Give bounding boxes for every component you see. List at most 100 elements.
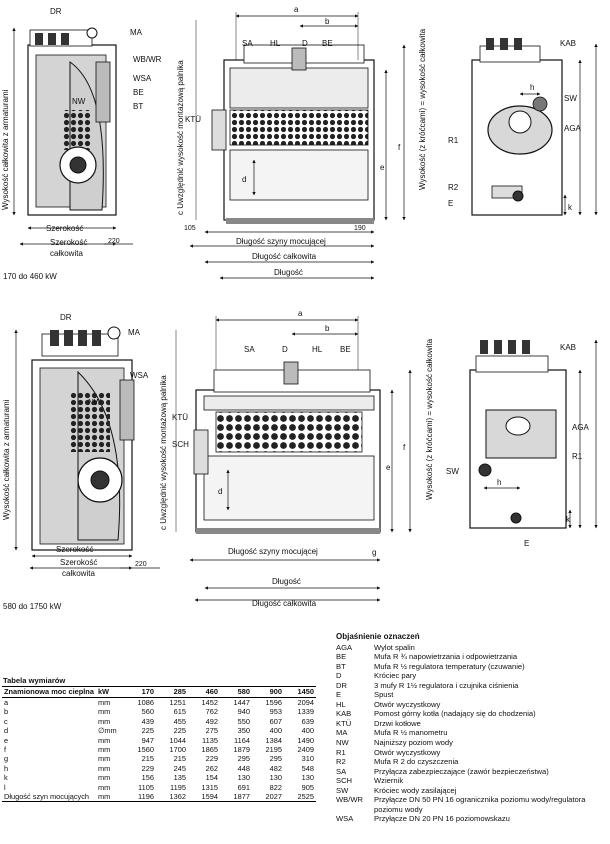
dim-rail-length-2: Długość szyny mocującej: [228, 547, 318, 556]
label-aga-2: AGA: [572, 423, 590, 432]
table-cell-value: 295: [237, 754, 250, 764]
table-cell-value: 170: [123, 686, 156, 698]
label-ma-2: MA: [128, 328, 141, 337]
capacity-label-bottom: 580 do 1750 kW: [3, 602, 62, 611]
table-cell-value: 245: [173, 763, 186, 773]
table-cell-unit: mm: [97, 735, 111, 745]
label-ktu-2: KTÜ: [172, 413, 188, 422]
legend-desc: Otwór wyczystkowy: [374, 747, 441, 757]
legend-desc: Najniższy poziom wody: [374, 738, 453, 748]
table-cell-value: 1164: [234, 735, 250, 745]
dim-b-2: b: [325, 324, 330, 333]
label-ma: MA: [130, 28, 143, 37]
table-cell-value: 154: [205, 773, 218, 783]
dim-k: k: [568, 203, 573, 212]
legend-code: DR: [336, 680, 347, 690]
table-cell-value: 275: [205, 726, 218, 736]
table-cell-value: 455: [173, 716, 186, 726]
label-aga: AGA: [564, 124, 582, 133]
table-cell-value: 1877: [219, 792, 252, 803]
dim-width-total-2: całkowita: [50, 249, 83, 258]
table-cell-unit: mm: [97, 782, 111, 792]
legend-code: E: [336, 690, 342, 700]
dim-width-total-2a: Szerokość: [60, 558, 97, 567]
label-d-2: D: [282, 345, 288, 354]
dim-length-2: Długość: [272, 577, 301, 586]
table-cell-value: 2027: [251, 792, 284, 803]
dim-220: 220: [108, 238, 120, 245]
label-r1-2: R1: [572, 452, 583, 461]
table-cell-value: 135: [173, 773, 186, 783]
table-cell-value: 225: [141, 726, 154, 736]
legend-code: KAB: [336, 709, 352, 719]
legend-code: SA: [336, 766, 347, 776]
legend-code: D: [336, 671, 342, 681]
dim-d-2: d: [218, 487, 222, 496]
table-cell-value: 1879: [233, 745, 250, 755]
legend-code: WSA: [336, 814, 354, 824]
label-nw-2: NW: [88, 398, 102, 407]
table-cell-param: g: [4, 754, 9, 764]
table-cell-unit: mm: [95, 792, 124, 803]
legend-code: SW: [336, 785, 349, 795]
table-cell-param: Długość szyn mocujących: [2, 792, 96, 803]
table-cell-value: 1251: [169, 698, 186, 707]
table-cell-value: 1195: [170, 782, 186, 792]
dim-e: e: [380, 163, 385, 172]
legend-code: KTÜ: [336, 718, 352, 728]
table-cell-unit: mm: [97, 754, 111, 764]
table-cell-unit: mm: [97, 763, 111, 773]
bottom-left-side-view: [14, 326, 160, 570]
table-cell-value: 262: [205, 763, 218, 773]
table-cell-value: 229: [205, 754, 218, 764]
dim-d: d: [242, 175, 246, 184]
table-cell-value: 940: [237, 707, 250, 717]
table-cell-value: 639: [301, 716, 314, 726]
table-cell-value: 229: [141, 763, 154, 773]
table-cell-value: 2525: [283, 792, 316, 803]
label-be-2: BE: [340, 345, 351, 354]
table-cell-value: 156: [141, 773, 154, 783]
label-e: E: [448, 199, 453, 208]
dim-total-length-2: Długość całkowita: [252, 599, 317, 608]
label-sch: SCH: [172, 440, 189, 449]
dim-b: b: [325, 17, 330, 26]
table-cell-value: 130: [301, 773, 314, 783]
vert-height-nozzles: Wysokość (z króćcami) = wysokość całkowi…: [418, 28, 427, 190]
label-be: BE: [133, 88, 144, 97]
legend-desc: Otwór wyczystkowy: [374, 699, 441, 709]
table-cell-value: 1196: [123, 792, 156, 803]
table-cell-value: 615: [173, 707, 186, 717]
table-cell-value: 1339: [297, 707, 314, 717]
table-cell-value: 550: [237, 716, 250, 726]
legend-desc: Mufa R ½ manometru: [374, 728, 448, 738]
table-title: Tabela wymiarów: [3, 676, 66, 685]
label-wsa: WSA: [133, 74, 152, 83]
top-front-view: [189, 12, 406, 280]
legend-desc: Mufa R ½ regulatora temperatury (czuwani…: [374, 661, 525, 671]
table-cell-value: 482: [269, 763, 282, 773]
legend-desc: Mufa R ¾ napowietrzania i odpowietrzania: [374, 652, 518, 662]
dim-f-2: f: [403, 443, 406, 452]
table-cell-value: 947: [141, 735, 154, 745]
label-r2: R2: [448, 183, 459, 192]
table-cell-value: 1865: [201, 745, 218, 755]
legend-desc: Mufa R 2 do czyszczenia: [374, 757, 459, 767]
table-cell-value: 548: [301, 763, 314, 773]
dim-220-2: 220: [135, 561, 147, 568]
dim-length: Długość: [274, 268, 303, 277]
bottom-front-view: [175, 316, 412, 602]
table-cell-value: 400: [301, 726, 314, 736]
